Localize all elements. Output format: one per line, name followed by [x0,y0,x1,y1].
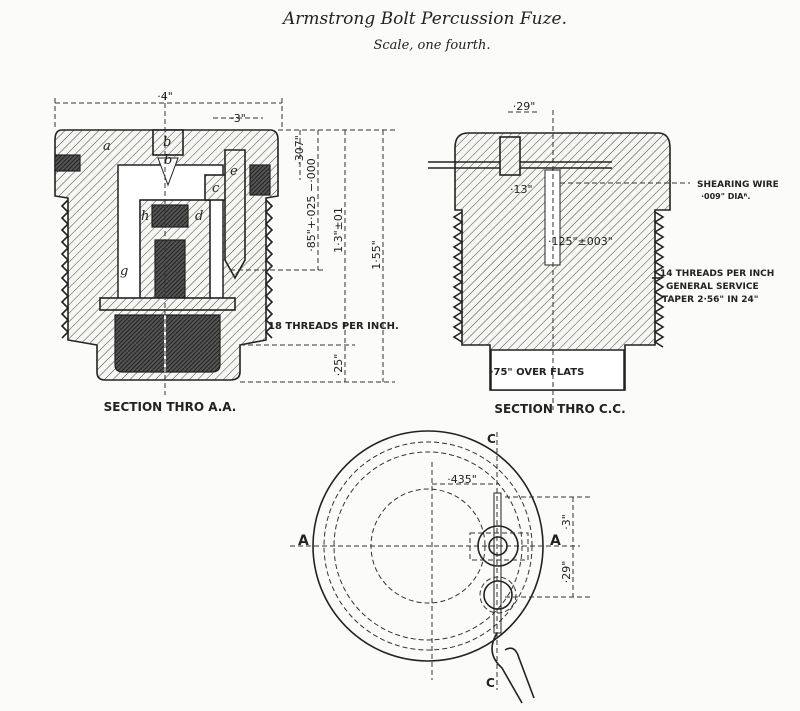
part-letter-a: a [103,139,111,154]
label-a-left: A [298,533,309,549]
dim-1-3: 1·3"±01 [332,207,345,253]
label-a-right: A [550,533,561,549]
part-letter-h: h [141,209,149,224]
part-letter-e: e [230,164,238,179]
dim-29-cc: ·29" [513,100,536,113]
dim-25: ·25" [332,354,345,377]
dim-1-55: 1·55" [370,240,383,270]
dim-85: ·85"+·025 −·000 [305,158,318,251]
label-c-bottom: C [486,676,495,690]
plan-view: ·435" ·3" ·29" A A C C [290,430,590,704]
section-aa: a b b c d e g h ·4" ·3" ·307" ·85"+·025 … [54,90,399,414]
part-letter-b2: b [164,153,172,168]
section-aa-caption: SECTION THRO A.A. [104,400,237,414]
dim-307: ·307" [293,135,306,165]
section-cc: ·29" ·13" ·125"±003" ·75" OVER FLATS SHE… [428,100,779,416]
dim-width: ·4" [157,90,173,103]
threads-14-label: 14 THREADS PER INCH [660,269,774,279]
threads-18-label: 18 THREADS PER INCH. [268,321,399,332]
label-c-top: C [487,432,496,446]
drawing-title: Armstrong Bolt Percussion Fuze. [281,9,567,29]
part-letter-b: b [163,135,171,150]
general-service-label: GENERAL SERVICE [666,282,759,292]
shearing-wire-dia: ·009" DIAᴿ. [701,192,750,201]
part-letter-g: g [120,264,128,279]
part-letter-d: d [195,209,203,224]
dim-125: ·125"±003" [548,235,613,248]
section-cc-caption: SECTION THRO C.C. [494,402,625,416]
drawing-scale: Scale, one fourth. [373,38,490,53]
dim-top: ·3" [230,112,246,125]
taper-label: TAPER 2·56" IN 24" [662,295,758,305]
dim-13-cc: ·13" [510,183,533,196]
dim-435: ·435" [447,473,477,486]
dim-3: ·3" [560,514,573,530]
flats-label: ·75" OVER FLATS [490,367,585,378]
dim-29-plan: ·29" [560,561,573,584]
shearing-wire-label: SHEARING WIRE [697,180,779,190]
part-letter-c: c [212,181,220,196]
